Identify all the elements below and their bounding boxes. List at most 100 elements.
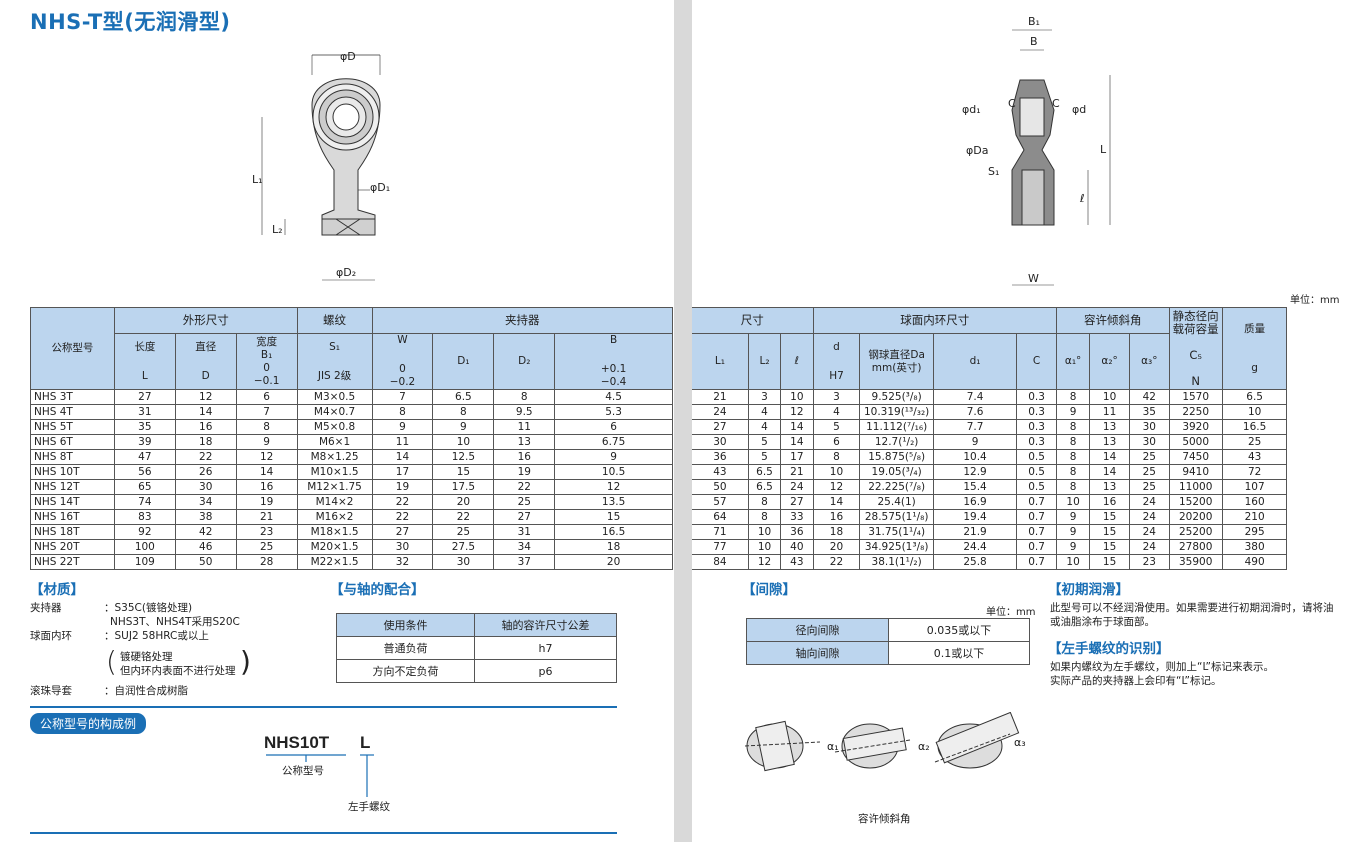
cell: 27 xyxy=(493,509,556,525)
cell: 25 xyxy=(1221,434,1288,450)
cell: 7.7 xyxy=(932,419,1018,435)
fit-heading: 【与轴的配合】 xyxy=(330,582,425,598)
cell: NHS 18T xyxy=(30,524,115,540)
cell: 36 xyxy=(692,449,749,465)
cell: 7 xyxy=(371,389,434,405)
cell: 11000 xyxy=(1168,479,1223,495)
cell: 34.925(1³/₈) xyxy=(859,539,934,555)
th-ring: 球面内环尺寸 xyxy=(812,307,1057,334)
material-r2-note2: 但内环内表面不进行处理 xyxy=(120,665,236,677)
cell: 15.875(⁵/₈) xyxy=(859,449,934,465)
divider-1 xyxy=(30,706,617,708)
rod-end-section-drawing: B₁ B C C φd₁ φd φDa S₁ L ℓ W xyxy=(962,15,1111,286)
cell: 20 xyxy=(432,494,495,510)
th-a1: α₁° xyxy=(1055,333,1091,390)
th-tilt: 容许倾斜角 xyxy=(1055,307,1170,334)
cell: 6.5 xyxy=(1221,389,1288,405)
cell: 9 xyxy=(1055,404,1091,420)
dim-l: ℓ xyxy=(1079,192,1085,205)
clearance-heading: 【间隙】 xyxy=(742,582,796,598)
cell: 35 xyxy=(1128,404,1170,420)
cell: 32 xyxy=(371,554,434,570)
angle-caption: 容许倾斜角 xyxy=(858,813,911,825)
cell: 0.7 xyxy=(1016,494,1057,510)
cell: 9 xyxy=(1055,524,1091,540)
dim-L: L xyxy=(1100,143,1107,156)
cell: 22 xyxy=(432,509,495,525)
cell: 10 xyxy=(1089,389,1130,405)
cell: 0.3 xyxy=(1016,419,1057,435)
cell: 8 xyxy=(371,404,434,420)
cell: 8 xyxy=(1055,449,1091,465)
cell: 8 xyxy=(1055,419,1091,435)
cell: 0.3 xyxy=(1016,404,1057,420)
cell: 10.5 xyxy=(554,464,673,480)
cell: 8 xyxy=(1055,479,1091,495)
cell: 25 xyxy=(1128,464,1170,480)
th-d1: d₁ xyxy=(932,333,1018,390)
cell: 16 xyxy=(493,449,556,465)
cell: 160 xyxy=(1221,494,1288,510)
cell: NHS 3T xyxy=(30,389,115,405)
cell: 16.5 xyxy=(554,524,673,540)
cell: 14 xyxy=(235,464,298,480)
cell: 0.7 xyxy=(1016,539,1057,555)
divider-2 xyxy=(30,832,617,834)
cell: 65 xyxy=(113,479,176,495)
material-r2-val: ：SUJ2 58HRC或以上 xyxy=(104,630,209,642)
th-D2: D₂ xyxy=(493,333,556,390)
cell: 0.5 xyxy=(1016,464,1057,480)
cell: 490 xyxy=(1221,554,1288,570)
cell: 7.4 xyxy=(932,389,1018,405)
cell: 3920 xyxy=(1168,419,1223,435)
cell: 42 xyxy=(1128,389,1170,405)
cell: 0.3 xyxy=(1016,434,1057,450)
cell: 30 xyxy=(174,479,237,495)
cell: 27 xyxy=(113,389,176,405)
example-label1: 公称型号 xyxy=(282,765,324,777)
cell: 27 xyxy=(780,494,814,510)
cell: 10 xyxy=(747,539,782,555)
cell: M14×2 xyxy=(296,494,373,510)
cell: 8 xyxy=(235,419,298,435)
paren-right: ) xyxy=(240,645,251,678)
cell: 15 xyxy=(432,464,495,480)
unit-label: 单位：mm xyxy=(1290,295,1340,306)
cell: 25200 xyxy=(1168,524,1223,540)
cell: 83 xyxy=(113,509,176,525)
left-thread-heading: 【左手螺纹的识别】 xyxy=(1048,641,1170,657)
cell: 8 xyxy=(1055,434,1091,450)
material-r3-label: 滚珠导套 xyxy=(30,685,72,697)
cell: 40 xyxy=(780,539,814,555)
rod-end-front-drawing: φD L₁ L₂ φD₁ φD₂ xyxy=(252,50,390,281)
cell: 21.9 xyxy=(932,524,1018,540)
cell: NHS 12T xyxy=(30,479,115,495)
cell: 30 xyxy=(1128,419,1170,435)
cell: 19 xyxy=(371,479,434,495)
cell: M10×1.5 xyxy=(296,464,373,480)
cell: 24.4 xyxy=(932,539,1018,555)
cell: 10 xyxy=(747,524,782,540)
cell: 31 xyxy=(113,404,176,420)
cell: 9 xyxy=(235,434,298,450)
cell: 1570 xyxy=(1168,389,1223,405)
material-r1-label: 夹持器 xyxy=(30,602,62,614)
cell: 16.9 xyxy=(932,494,1018,510)
cell: 8 xyxy=(812,449,861,465)
cell: 13 xyxy=(493,434,556,450)
cell: 22 xyxy=(371,509,434,525)
cell: NHS 8T xyxy=(30,449,115,465)
angle-a3: α₃ xyxy=(1014,736,1026,749)
cell: M6×1 xyxy=(296,434,373,450)
cell: 22 xyxy=(371,494,434,510)
cell: 11 xyxy=(1089,404,1130,420)
